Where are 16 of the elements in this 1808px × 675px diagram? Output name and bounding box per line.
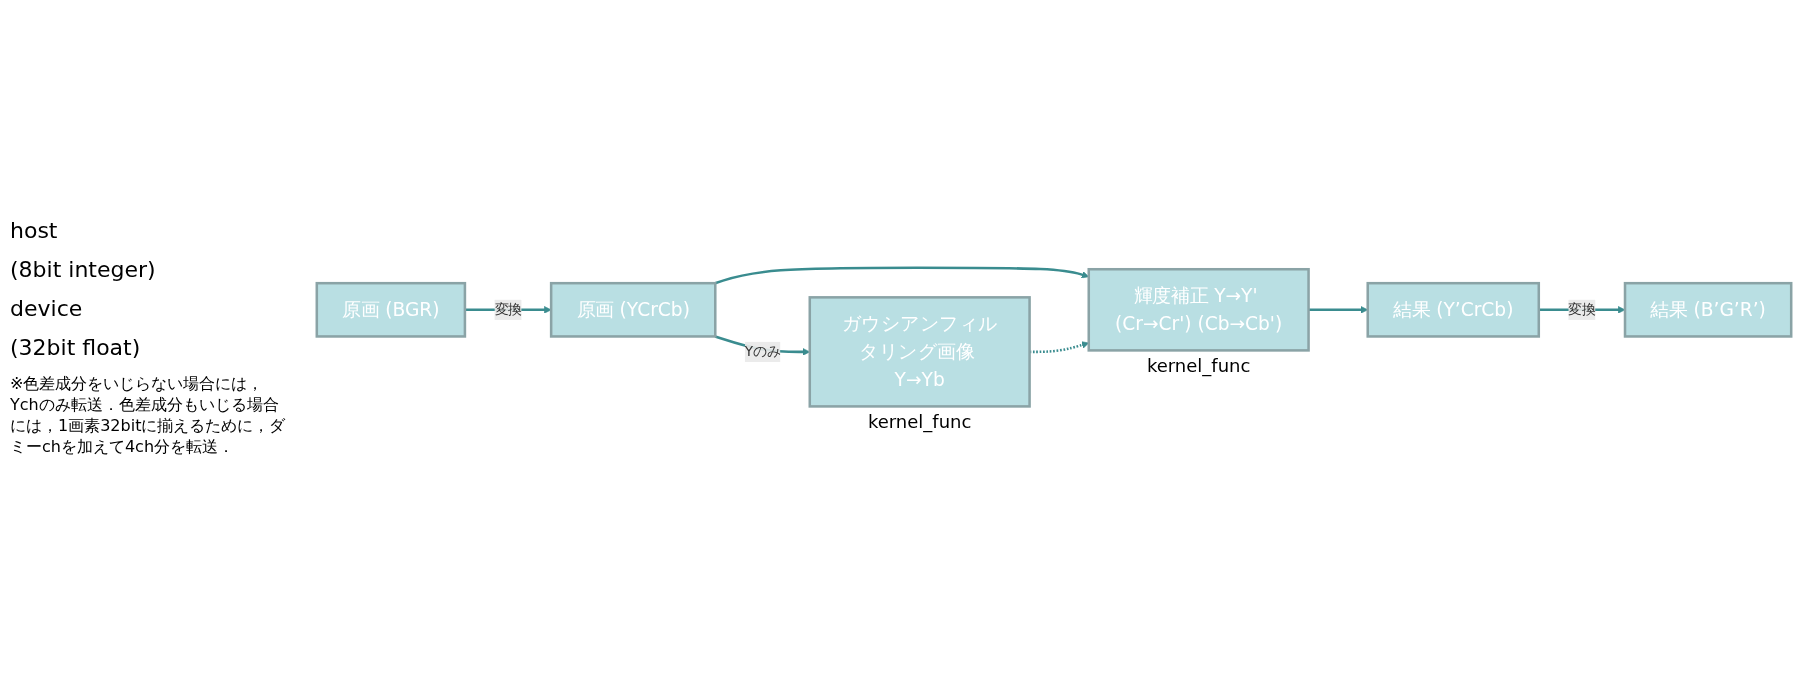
node-box: ガウシアンフィルタリング画像 Y→Yb	[808, 296, 1031, 409]
layer-label: host	[10, 217, 59, 243]
edge-label: Yのみ	[744, 343, 781, 360]
node-caption: kernel_func	[1146, 354, 1251, 376]
node-box: 結果 (B’G’R’)	[1623, 282, 1793, 339]
node-caption: kernel_func	[867, 410, 972, 432]
layer-label: device	[10, 295, 84, 321]
node-box: 原画 (BGR)	[315, 282, 467, 339]
node-box: 原画 (YCrCb)	[549, 282, 717, 339]
edge-label: 変換	[1568, 301, 1596, 318]
note-text: ※色差成分をいじらない場合には，Ychのみ転送．色差成分もいじる場合には，1画素32bitに揃えるために，ダミーchを加えて4ch分を転送．	[10, 373, 287, 458]
layer-label: (8bit integer)	[10, 256, 157, 282]
node-box: 輝度補正 Y→Y' (Cr→Cr') (Cb→Cb')	[1087, 268, 1310, 353]
edge-label: 変換	[494, 301, 522, 318]
node-box: 結果 (Y’CrCb)	[1366, 282, 1541, 339]
layer-label: (32bit float)	[10, 334, 142, 360]
